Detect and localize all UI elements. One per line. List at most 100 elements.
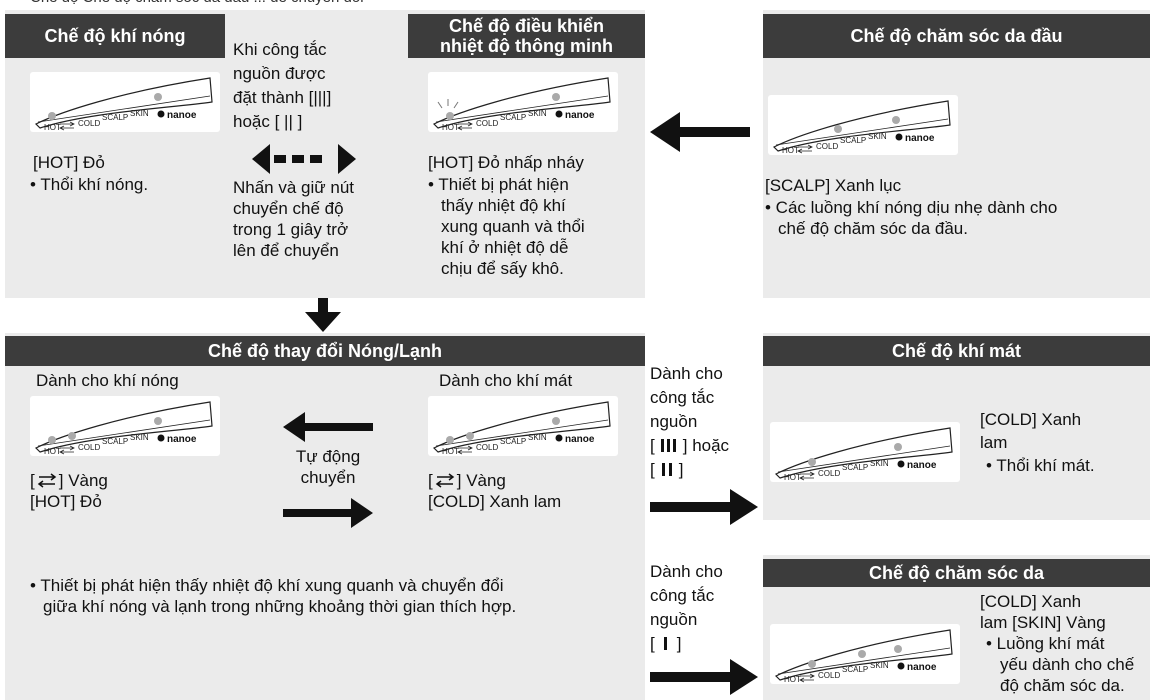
led-skin (858, 650, 866, 658)
nanoe-dot (895, 133, 903, 141)
led-cold (808, 458, 816, 466)
label-scalp: SCALP (500, 437, 526, 446)
label-scalp: SCALP (102, 437, 128, 446)
cool-indicator: [COLD] Xanh lam • Thổi khí mát. (980, 410, 1095, 475)
hotcold-right-label: Dành cho khí mát (439, 371, 573, 390)
label-scalp: SCALP (842, 463, 868, 472)
arrow-left-icon (650, 112, 750, 152)
label-skin: SKIN (870, 661, 889, 670)
label-scalp: SCALP (840, 136, 866, 145)
scalp-desc: • Các luồng khí nóng dịu nhẹ dành cho ch… (765, 198, 1058, 238)
led-top (894, 645, 902, 653)
label-skin: SKIN (870, 459, 889, 468)
label-scalp: SCALP (500, 113, 526, 122)
arrow-down-icon (305, 298, 341, 332)
led-top (154, 417, 162, 425)
label-scalp: SCALP (102, 113, 128, 122)
label-skin: SKIN (528, 433, 547, 442)
label-hot: HOT (784, 473, 801, 482)
label-scalp: SCALP (842, 665, 868, 674)
led-hot (446, 436, 454, 444)
nanoe-dot (897, 460, 905, 468)
label-cold: COLD (818, 671, 840, 680)
cycle-icon (797, 144, 813, 154)
led-top (154, 93, 162, 101)
label-nanoe: nanoe (167, 110, 197, 121)
led-cold (466, 432, 474, 440)
scalp-mode-title: Chế độ chăm sóc da đầu (763, 14, 1150, 58)
label-hot: HOT (442, 123, 459, 132)
label-hot: HOT (782, 146, 799, 155)
arrow-right-icon (283, 498, 373, 528)
panel-line (775, 118, 949, 146)
label-skin: SKIN (130, 109, 149, 118)
label-cold: COLD (818, 469, 840, 478)
cool-mode-title: Chế độ khí mát (763, 336, 1150, 366)
cycle-icon (799, 471, 815, 481)
led-cold (808, 660, 816, 668)
top-left-panel (5, 10, 645, 298)
label-hot: HOT (44, 123, 61, 132)
label-skin: SKIN (868, 132, 887, 141)
cycle-icon (59, 445, 75, 455)
led-top (892, 116, 900, 124)
hot-mode-title: Chế độ khí nóng (5, 14, 225, 58)
nanoe-dot (555, 110, 563, 118)
skin-mode-title: Chế độ chăm sóc da (763, 559, 1150, 587)
hotcold-desc: • Thiết bị phát hiện thấy nhiệt độ khí x… (30, 576, 517, 616)
hotcold-left-indicator: [] Vàng [HOT] Đỏ (30, 471, 108, 511)
label-cold: COLD (476, 119, 498, 128)
nanoe-dot (555, 434, 563, 442)
route-skin-text: Dành cho công tắc nguồn [] (650, 562, 723, 653)
led-cold (68, 432, 76, 440)
panel-line (37, 95, 211, 123)
hotcold-right-indicator: [] Vàng [COLD] Xanh lam (428, 471, 562, 511)
skin-indicator: [COLD] Xanh lam [SKIN] Vàng • Luồng khí … (980, 592, 1135, 695)
cycle-icon (434, 473, 456, 488)
switch-2-bars-icon (656, 462, 678, 477)
panel-outline (34, 77, 213, 129)
led-scalp (834, 125, 842, 133)
led-hot (48, 112, 56, 120)
led-hot (446, 112, 454, 120)
blink-ray (453, 101, 459, 109)
label-hot: HOT (784, 675, 801, 684)
switch-1-bar-icon (656, 636, 676, 651)
smart-indicator: [HOT] Đỏ nhấp nháy (428, 153, 584, 172)
smart-mode-title: Chế độ điều khiển nhiệt độ thông minh (408, 14, 645, 58)
panel-line (37, 419, 211, 447)
label-cold: COLD (78, 443, 100, 452)
hotcold-left-label: Dành cho khí nóng (36, 371, 179, 390)
nanoe-dot (897, 662, 905, 670)
label-cold: COLD (476, 443, 498, 452)
cycle-icon (457, 121, 473, 131)
label-skin: SKIN (130, 433, 149, 442)
label-nanoe: nanoe (565, 434, 595, 445)
cycle-icon (36, 473, 58, 488)
cycle-icon (457, 445, 473, 455)
scalp-indicator: [SCALP] Xanh lục (765, 176, 902, 195)
double-arrow-icon (252, 144, 356, 174)
arrow-right-icon (650, 489, 758, 525)
blink-ray (437, 101, 443, 109)
nanoe-dot (157, 434, 165, 442)
panel-line (777, 647, 951, 675)
label-hot: HOT (442, 447, 459, 456)
route-cool-text: Dành cho công tắc nguồn [] hoặc [] (650, 364, 730, 479)
smart-desc: • Thiết bị phát hiện thấy nhiệt độ khí x… (428, 175, 585, 278)
panel-line (435, 419, 609, 447)
panel-outline (772, 100, 951, 152)
label-nanoe: nanoe (907, 662, 937, 673)
panel-outline (432, 77, 611, 129)
led-top (552, 93, 560, 101)
hot-indicator: [HOT] Đỏ (33, 153, 105, 172)
hold-note: Nhấn và giữ nút chuyển chế độ trong 1 gi… (233, 178, 355, 260)
panel-line (777, 445, 951, 473)
hotcold-mode-title: Chế độ thay đổi Nóng/Lạnh (5, 336, 645, 366)
label-skin: SKIN (528, 109, 547, 118)
